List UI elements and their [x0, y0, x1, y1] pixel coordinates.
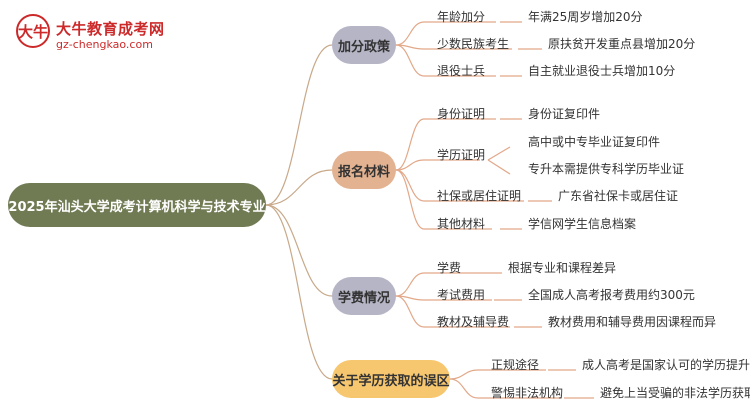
connector-root-misconceptions	[265, 204, 333, 380]
root-topic: 2025年汕头大学成考计算机科学与技术专业	[8, 183, 266, 227]
connector-branch-0-item-2	[395, 44, 425, 77]
item-minority: 少数民族考生	[437, 37, 510, 51]
item-age-bonus: 年龄加分	[437, 10, 486, 24]
connector-detail-4-0	[487, 146, 511, 161]
logo-title: 大牛教育成考网	[56, 20, 165, 38]
item-illegal-agencies: 警惕非法机构	[491, 386, 564, 400]
item-textbook-fee: 教材及辅导费	[437, 315, 510, 329]
branch-materials: 报名材料	[332, 151, 396, 189]
connector-branch-3-item-1	[449, 378, 479, 399]
item-tuition: 学费	[437, 261, 462, 275]
detail-age-bonus: 年满25周岁增加20分	[528, 10, 643, 24]
item-education-proof: 学历证明	[437, 148, 486, 162]
branch-bonus-policy: 加分政策	[332, 26, 396, 64]
item-exam-fee: 考试费用	[437, 288, 486, 302]
item-social-security: 社保或居住证明	[437, 189, 522, 203]
detail-veteran: 自主就业退役士兵增加10分	[528, 64, 676, 78]
detail-exam-fee: 全国成人高考报考费用约300元	[528, 288, 695, 302]
connector-detail-4-1	[487, 159, 511, 175]
detail-textbook-fee: 教材费用和辅导费用因课程而异	[548, 315, 717, 329]
detail-tuition: 根据专业和课程差异	[508, 261, 617, 275]
detail-education-proof-2: 专升本需提供专科学历毕业证	[528, 162, 685, 176]
logo-url: gz-chengkao.com	[56, 38, 153, 51]
connector-branch-1-item-2	[395, 169, 425, 202]
connector-branch-1-item-1	[395, 159, 425, 171]
connector-branch-0-item-0	[395, 21, 425, 46]
detail-education-proof-1: 高中或中专毕业证复印件	[528, 135, 661, 149]
connector-branch-3-item-0	[449, 369, 479, 380]
connector-branch-1-item-0	[395, 118, 425, 171]
detail-minority: 原扶贫开发重点县增加20分	[548, 37, 696, 51]
detail-other-materials: 学信网学生信息档案	[528, 217, 637, 231]
connector-root-materials	[265, 169, 333, 206]
detail-illegal-agencies: 避免上当受骗的非法学历获取	[600, 386, 750, 400]
connector-root-tuition	[265, 204, 333, 297]
branch-misconceptions: 关于学历获取的误区	[332, 360, 450, 398]
connector-branch-1-item-3	[395, 169, 425, 230]
logo-icon: 大牛	[16, 14, 50, 48]
connector-branch-2-item-2	[395, 295, 425, 328]
item-legitimate-path: 正规途径	[491, 358, 540, 372]
detail-social-security: 广东省社保卡或居住证	[558, 189, 679, 203]
item-veteran: 退役士兵	[437, 64, 486, 78]
branch-tuition: 学费情况	[332, 277, 396, 315]
detail-legitimate-path: 成人高考是国家认可的学历提升方式	[582, 358, 750, 372]
detail-id-proof: 身份证复印件	[528, 107, 601, 121]
connector-branch-2-item-0	[395, 272, 425, 297]
item-other-materials: 其他材料	[437, 217, 486, 231]
item-id-proof: 身份证明	[437, 107, 486, 121]
connector-root-bonus	[265, 44, 333, 206]
